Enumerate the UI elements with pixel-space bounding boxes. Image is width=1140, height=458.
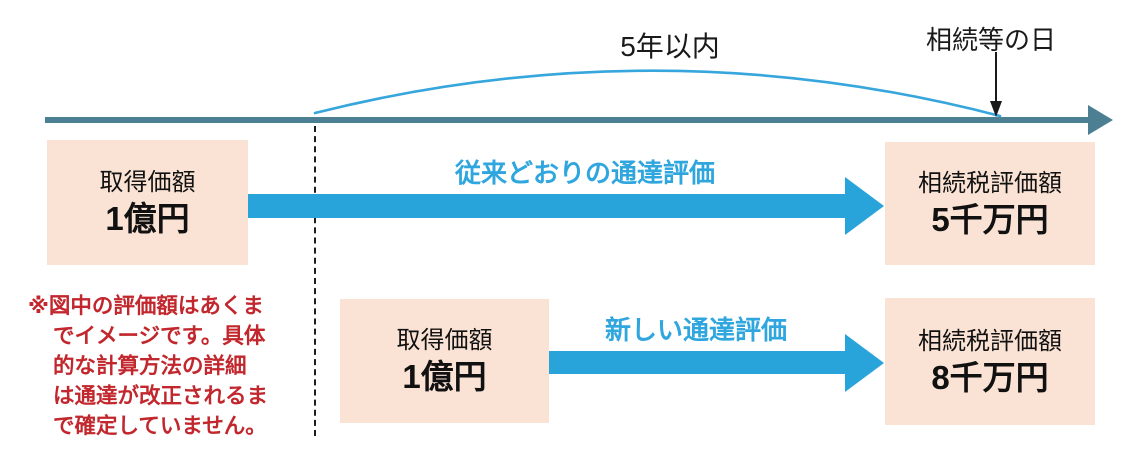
row2-source-box: 取得価額 1億円 bbox=[340, 299, 549, 423]
row2-arrow-head-icon bbox=[845, 334, 884, 392]
note-line: は通達が改正されるま bbox=[53, 384, 269, 408]
row1-source-value: 1億円 bbox=[105, 199, 190, 237]
timeline-axis bbox=[45, 117, 1089, 123]
disclaimer-note: ※図中の評価額はあくま でイメージです。具体 的な計算方法の詳細 は通達が改正さ… bbox=[28, 291, 353, 441]
row1-arrow-shaft bbox=[248, 194, 846, 218]
event-day-label: 相続等の日 bbox=[925, 25, 1056, 55]
row1-result-value: 5千万円 bbox=[931, 200, 1049, 238]
note-line: でイメージです。具体 bbox=[53, 324, 266, 348]
row1-source-label: 取得価額 bbox=[99, 168, 196, 196]
note-line: で確定していません。 bbox=[53, 414, 267, 438]
row2-arrow-shaft bbox=[549, 351, 846, 374]
row2-source-label: 取得価額 bbox=[396, 327, 493, 354]
row2-source-value: 1億円 bbox=[402, 358, 487, 395]
row2-result-label: 相続税評価額 bbox=[918, 327, 1062, 355]
row1-arrow-head-icon bbox=[845, 177, 884, 235]
row2-result-box: 相続税評価額 8千万円 bbox=[885, 298, 1095, 425]
note-line: ※図中の評価額はあくま bbox=[28, 294, 264, 318]
note-line: 的な計算方法の詳細 bbox=[53, 354, 247, 378]
row2-arrow-label: 新しい通達評価 bbox=[604, 315, 787, 345]
row1-result-label: 相続税評価額 bbox=[918, 169, 1062, 197]
timeline-arrowhead-icon bbox=[1088, 105, 1113, 135]
five-year-arc-icon bbox=[313, 69, 1002, 118]
down-arrow-icon bbox=[990, 101, 1002, 117]
row1-source-box: 取得価額 1億円 bbox=[47, 140, 248, 265]
dashed-divider bbox=[314, 126, 316, 436]
row1-result-box: 相続税評価額 5千万円 bbox=[885, 142, 1095, 265]
duration-label: 5年以内 bbox=[620, 31, 720, 62]
row1-arrow-label: 従来どおりの通達評価 bbox=[454, 158, 715, 188]
row2-result-value: 8千万円 bbox=[931, 358, 1049, 396]
